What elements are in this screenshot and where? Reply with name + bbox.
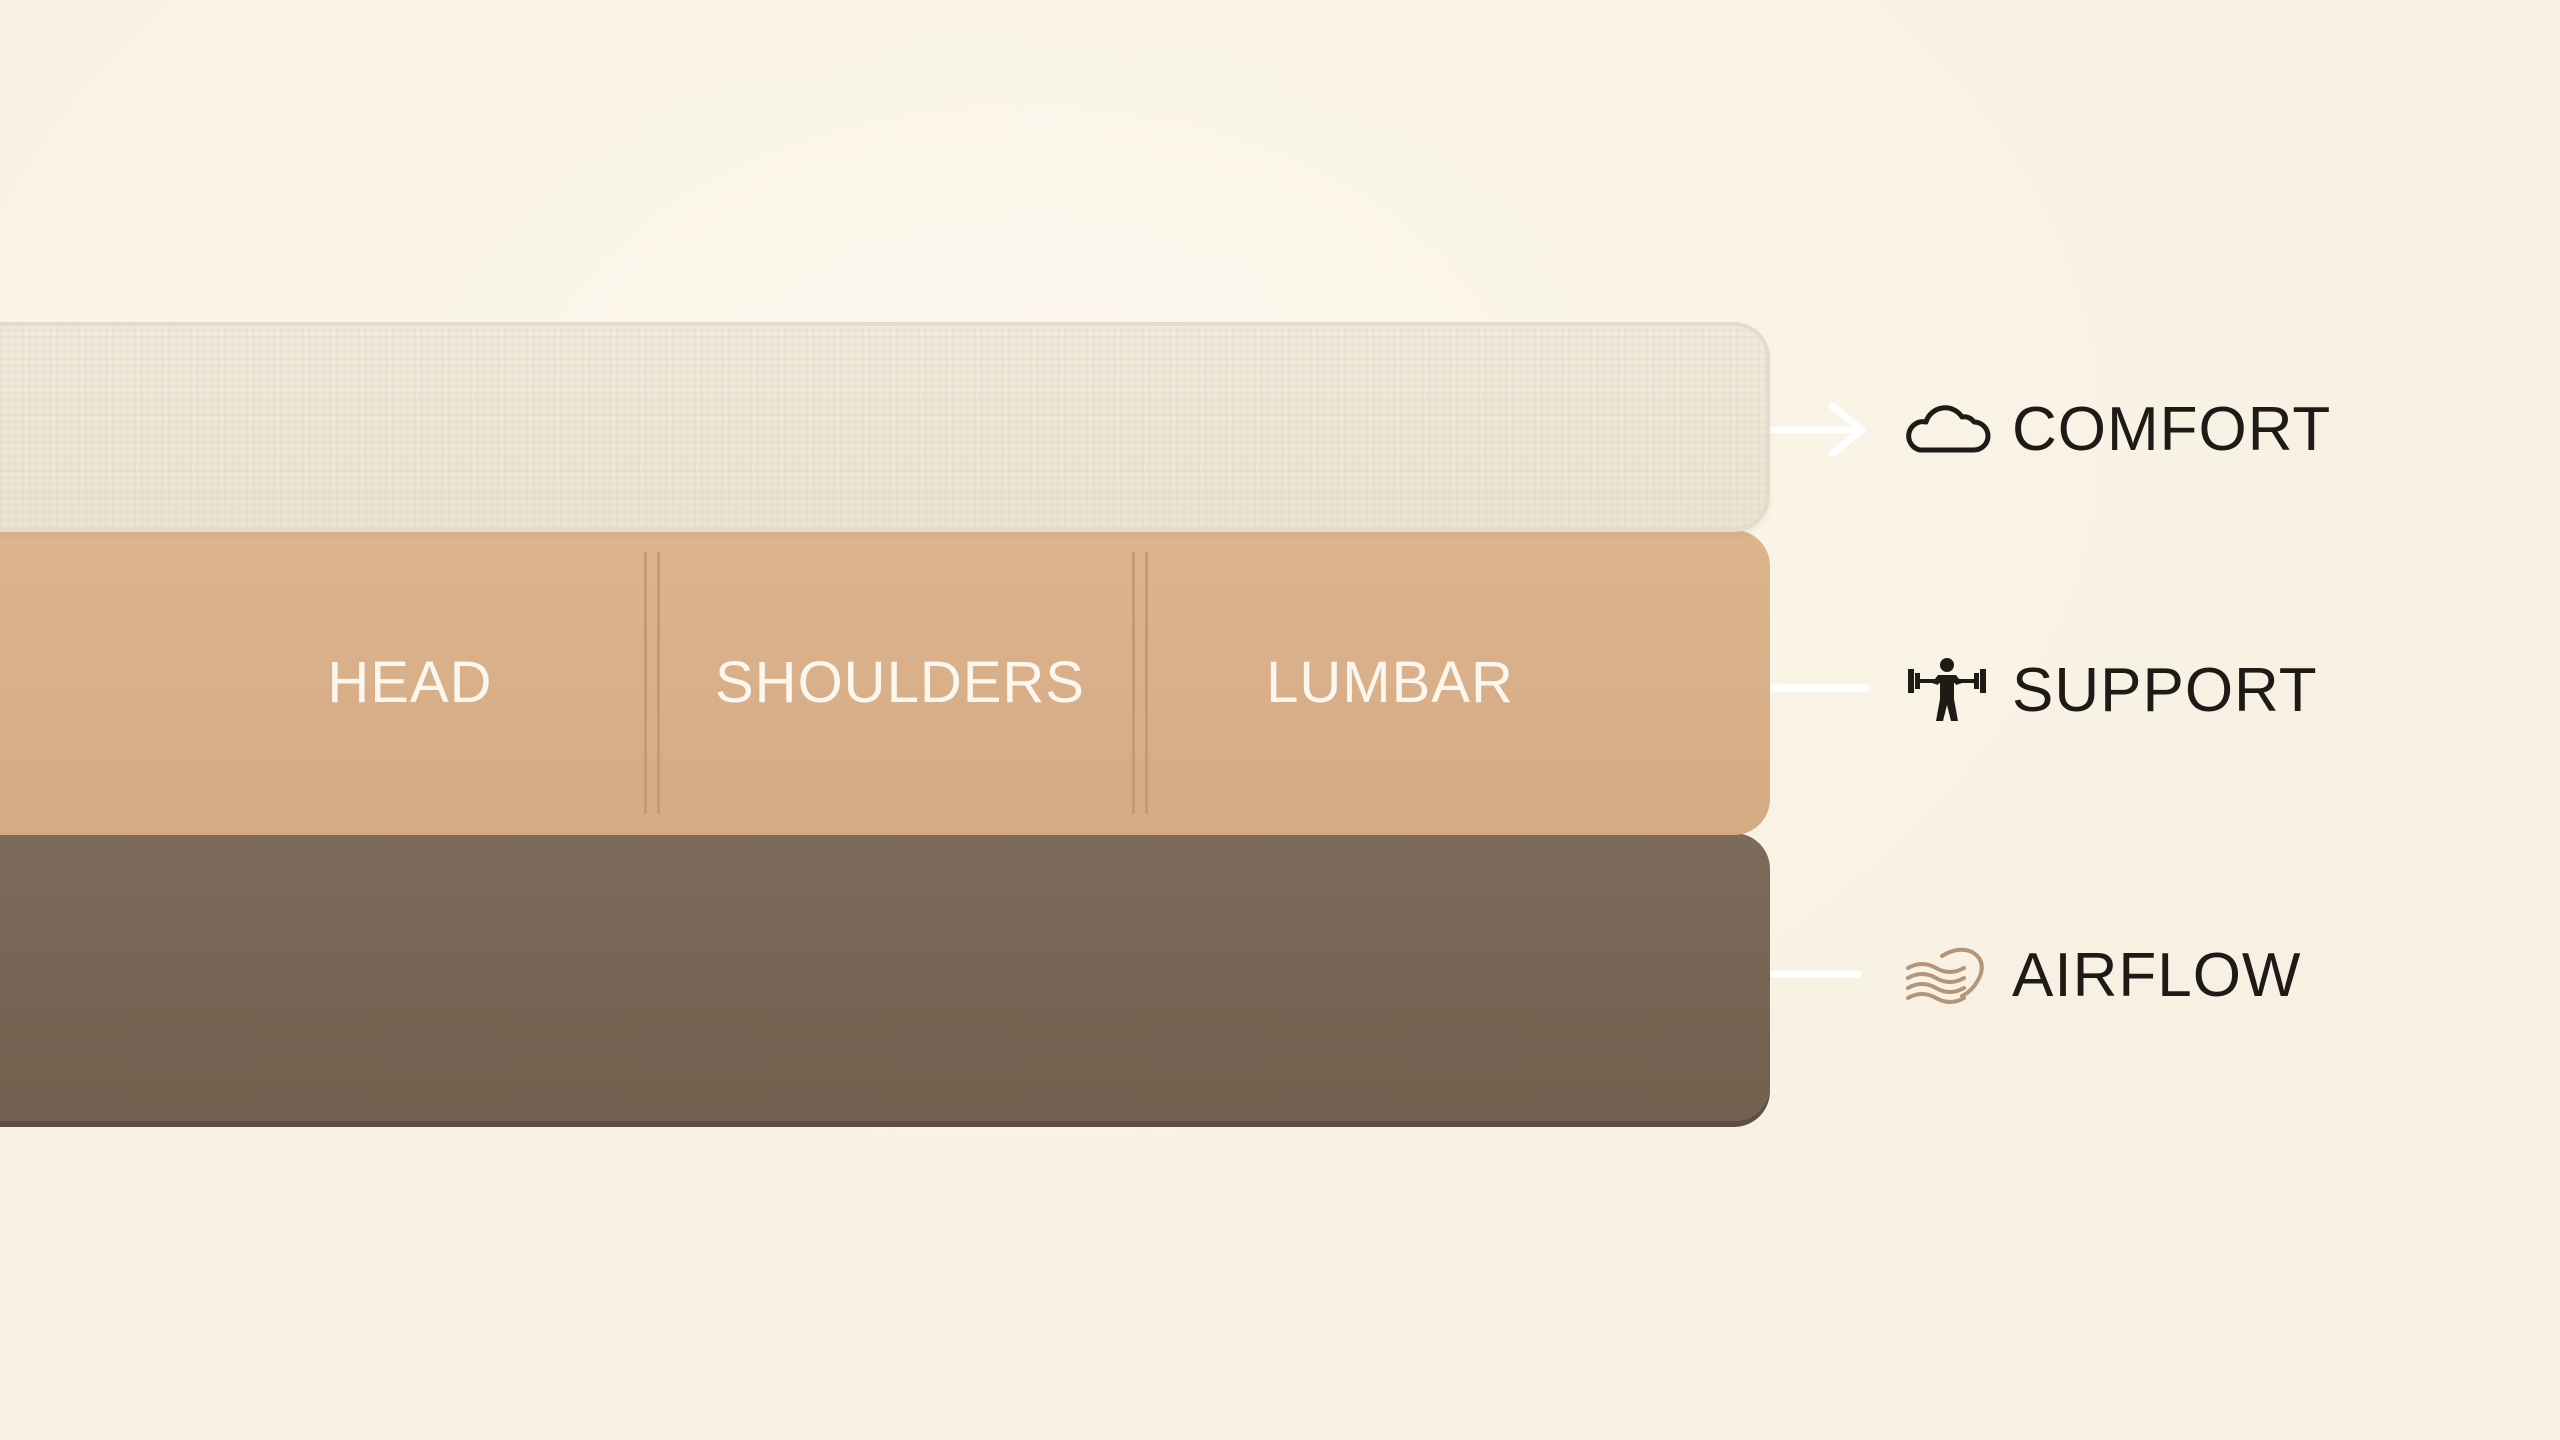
legend-label-airflow: AIRFLOW bbox=[2012, 941, 2302, 1010]
comfort-layer bbox=[0, 322, 1770, 532]
zone-label-lumbar: LUMBAR bbox=[1266, 650, 1514, 715]
zone-label-head: HEAD bbox=[327, 650, 493, 715]
support-layer: HEAD SHOULDERS LUMBAR bbox=[0, 530, 1770, 835]
airflow-layer bbox=[0, 833, 1770, 1121]
weightlifter-icon bbox=[1908, 658, 1986, 721]
zone-divider bbox=[644, 552, 660, 814]
zone-label-shoulders: SHOULDERS bbox=[715, 650, 1085, 715]
legend-label-support: SUPPORT bbox=[2012, 656, 2318, 725]
cloud-icon bbox=[1906, 405, 1991, 453]
wind-icon bbox=[1906, 947, 1984, 1004]
legend-label-comfort: COMFORT bbox=[2012, 395, 2332, 464]
zone-divider bbox=[1132, 552, 1148, 814]
